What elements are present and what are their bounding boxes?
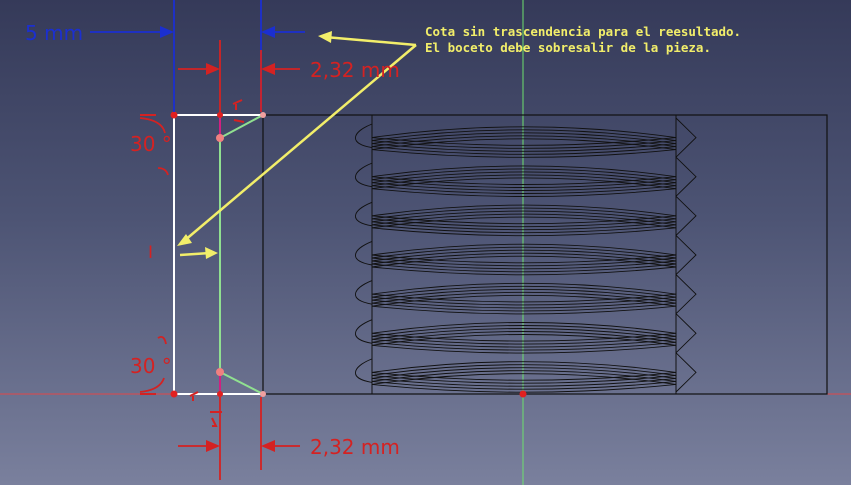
thread-helix — [355, 117, 697, 393]
annotation-note: Cota sin trascendencia para el reesultad… — [425, 24, 741, 56]
constraint-icon — [189, 391, 199, 401]
vertex-point[interactable] — [170, 111, 178, 119]
dimension-label-bottom-offset[interactable]: 2,32 mm — [310, 435, 400, 459]
vertex-point[interactable] — [216, 368, 224, 376]
vertex-point[interactable] — [217, 391, 223, 397]
angle-arc-bottom[interactable] — [139, 335, 167, 393]
constraint-icon — [232, 99, 245, 123]
vertex-point[interactable] — [260, 391, 266, 397]
dimension-label-5mm[interactable]: 5 mm — [25, 21, 84, 45]
dimension-label-top-offset[interactable]: 2,32 mm — [310, 58, 400, 82]
annotation-line-1: Cota sin trascendencia para el reesultad… — [425, 24, 742, 39]
dimension-5mm[interactable] — [90, 0, 305, 112]
part-outline — [262, 114, 828, 395]
vertex-point[interactable] — [260, 112, 266, 118]
vertex-point[interactable] — [217, 112, 223, 118]
annotation-line-2: El boceto debe sobresalir de la pieza. — [425, 40, 711, 55]
origin-point[interactable] — [519, 390, 527, 398]
sketch-profile-line[interactable] — [219, 114, 264, 395]
angle-label-top[interactable]: 30 ° — [130, 132, 172, 156]
annotation-arrows — [177, 31, 417, 259]
angle-label-bottom[interactable]: 30 ° — [130, 354, 172, 378]
constraint-icon — [210, 411, 222, 427]
dimension-bottom-offset[interactable] — [178, 397, 300, 480]
vertex-point[interactable] — [216, 134, 224, 142]
dimension-top-offset[interactable] — [178, 40, 300, 112]
vertex-point[interactable] — [170, 390, 178, 398]
angle-arc-top[interactable] — [139, 117, 169, 176]
vertical-constraint-marker: I — [148, 243, 154, 263]
